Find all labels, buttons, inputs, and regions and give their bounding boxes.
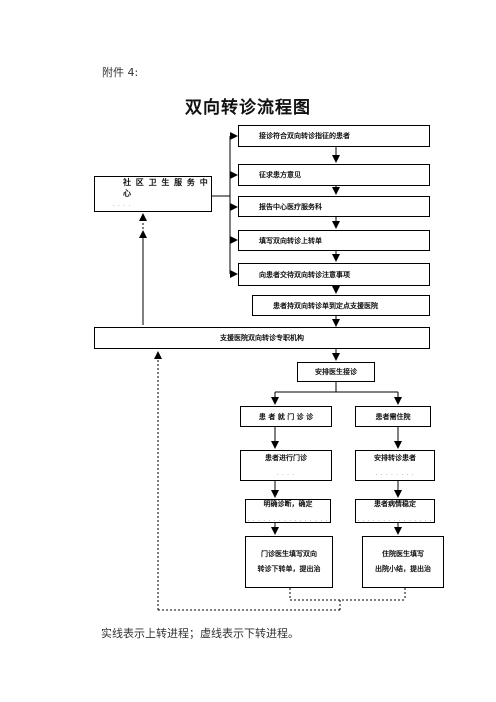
step-fill-upward-form: 填写双向转诊上转单: [238, 230, 430, 251]
outpatient-doctor-fill-box: 门诊医生填写双向 转诊下转单，提出治: [245, 536, 333, 588]
outpatient-diagnose-dots: . . . . . . . . . . . . . . . .: [247, 516, 329, 523]
step-patient-to-hospital: 患者持双向转诊单到定点支援医院: [252, 295, 430, 316]
outpatient-doctor-fill-line1: 门诊医生填写双向: [261, 550, 317, 559]
inpatient-stable-label: 患者病情稳定: [374, 499, 416, 508]
inpatient-arrange-box: 安排转诊患者 . . . . . . . .: [355, 450, 435, 481]
step-explain-notes: 向患者交待双向转诊注意事项: [238, 263, 430, 286]
support-hospital-office: 支援医院双向转诊专职机构: [94, 327, 430, 349]
step-report-medical-dept: 报告中心医疗服务科: [238, 196, 430, 217]
community-center-label: 社 区 卫 生 服 务 中 心: [123, 178, 209, 198]
outpatient-diagnose-box: 明确诊断，确定 . . . . . . . . . . . . . . . .: [245, 499, 331, 523]
inpatient-admit-box: 患者需住院: [355, 406, 431, 427]
attachment-label: 附件 4:: [102, 66, 139, 79]
community-center-dots: . . . .: [113, 202, 132, 208]
inpatient-stable-box: 患者病情稳定 . . . . . . . . . . . . . . .: [355, 499, 435, 523]
inpatient-arrange-dots: . . . . . . . .: [375, 471, 415, 478]
outpatient-visit-box: 患 者 就 门 诊 诊: [240, 406, 332, 427]
community-health-center-box: 社 区 卫 生 服 务 中 心 . . . .: [94, 176, 212, 212]
step-receive-patient: 接诊符合双向转诊指征的患者: [238, 125, 430, 147]
outpatient-proceed-dots: . . . .: [276, 471, 296, 478]
inpatient-doctor-fill-line1: 住院医生填写: [382, 550, 424, 559]
inpatient-arrange-label: 安排转诊患者: [374, 454, 416, 463]
outpatient-proceed-box: 患者进行门诊 . . . .: [240, 450, 332, 481]
arrange-doctor-box: 安排医生接诊: [297, 362, 375, 382]
inpatient-doctor-fill-box: 住院医生填写 出院小结，提出治: [362, 536, 444, 588]
inpatient-stable-dots: . . . . . . . . . . . . . . .: [357, 516, 433, 523]
outpatient-proceed-label: 患者进行门诊: [265, 454, 307, 463]
legend-footnote: 实线表示上转进程；虚线表示下转进程。: [101, 627, 299, 640]
step-consult-patient: 征求患方意见: [238, 164, 430, 186]
outpatient-doctor-fill-line2: 转诊下转单，提出治: [257, 565, 321, 573]
outpatient-diagnose-label: 明确诊断，确定: [263, 499, 313, 508]
diagram-title: 双向转诊流程图: [185, 98, 311, 118]
inpatient-doctor-fill-line2: 出院小结，提出治: [375, 565, 431, 573]
